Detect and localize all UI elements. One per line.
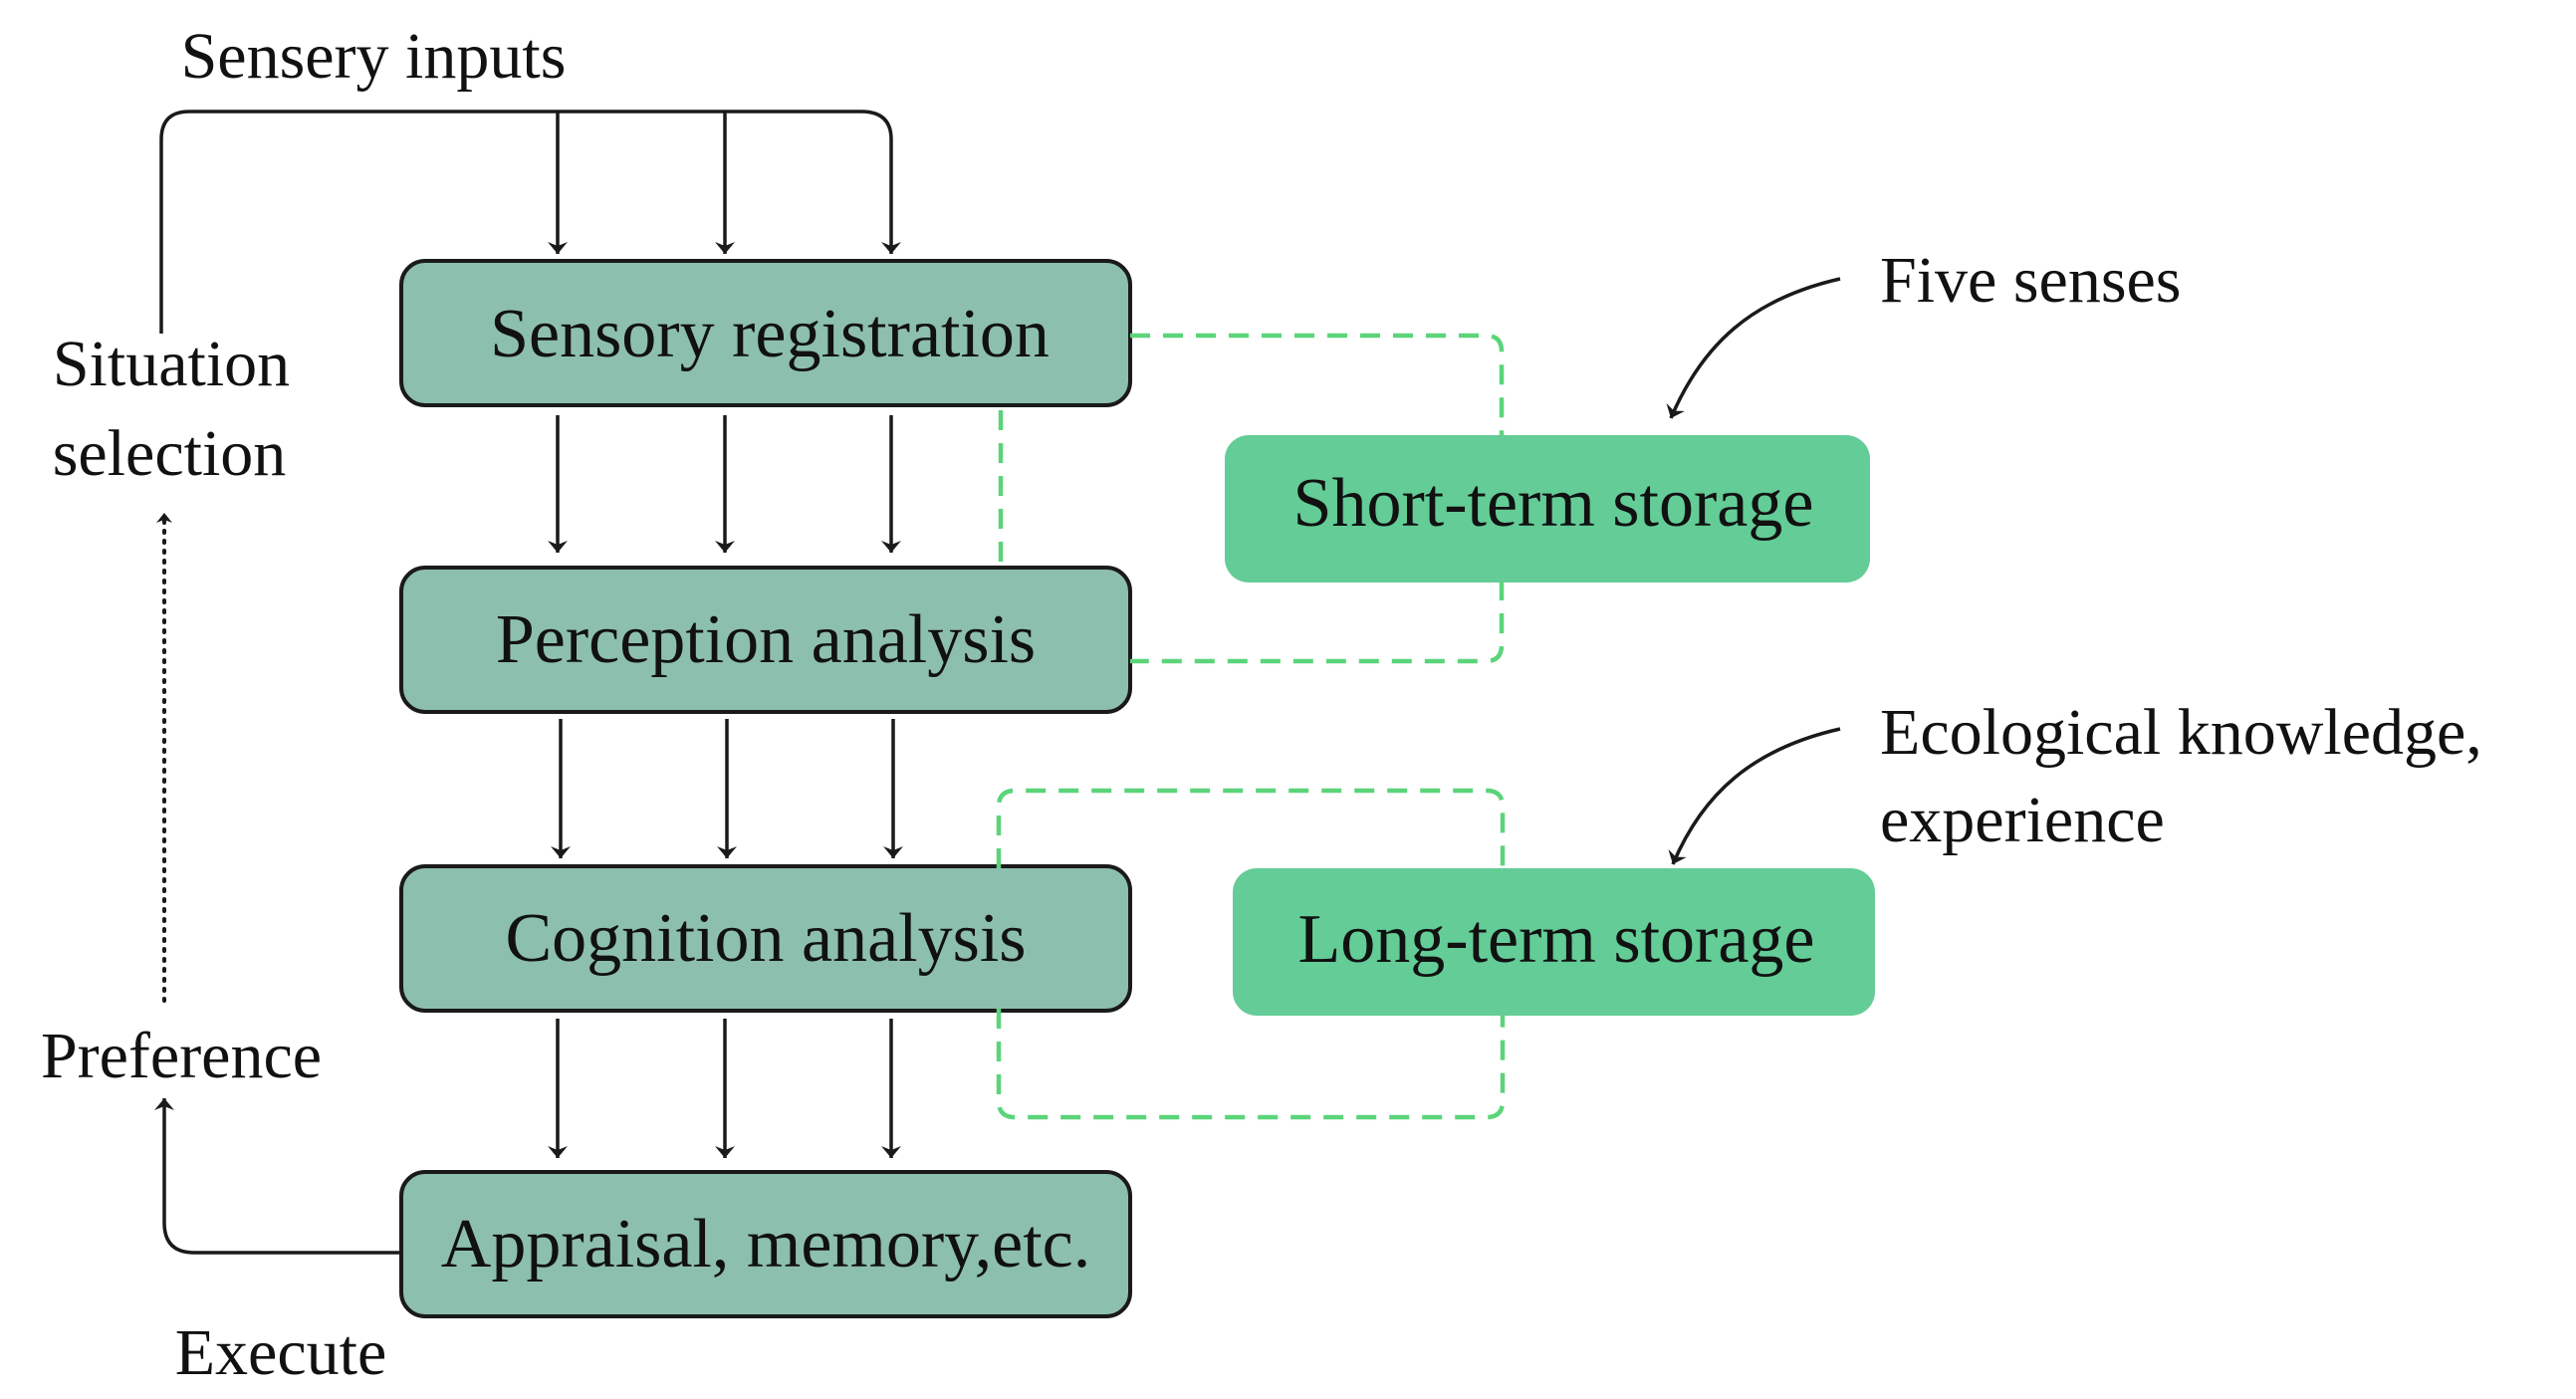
situation-label-line2: selection	[53, 417, 287, 490]
long-term-storage-label: Long-term storage	[1298, 901, 1815, 978]
ecological-label-line2: experience	[1880, 784, 2165, 856]
sensory-registration-label: Sensory registration	[490, 296, 1050, 372]
appraisal-memory-label: Appraisal, memory,etc.	[441, 1206, 1090, 1282]
execute-feedback-line	[154, 1098, 401, 1255]
short-term-storage-box	[1225, 435, 1870, 583]
execute-label: Execute	[175, 1316, 387, 1389]
short-term-dashed-link	[998, 333, 1505, 664]
cognition-analysis-box	[399, 864, 1132, 1013]
situation-feedback-line	[159, 110, 901, 334]
situation-label-line1: Situation	[53, 328, 290, 400]
preference-label: Preference	[41, 1020, 322, 1092]
sensory-inputs-label: Sensery inputs	[181, 20, 567, 93]
ecological-label-line1: Ecological knowledge,	[1880, 696, 2482, 769]
five-senses-label: Five senses	[1880, 244, 2181, 317]
five-senses-arrow	[1666, 277, 1841, 419]
long-term-dashed-link	[996, 788, 1506, 1120]
short-term-storage-label: Short-term storage	[1293, 465, 1814, 542]
ecological-arrow	[1668, 727, 1841, 865]
long-term-storage-box	[1233, 868, 1875, 1016]
sensory-registration-box	[399, 259, 1132, 407]
appraisal-memory-box	[399, 1170, 1132, 1318]
perception-analysis-box	[399, 566, 1132, 714]
cognition-analysis-label: Cognition analysis	[505, 900, 1026, 977]
perception-analysis-label: Perception analysis	[496, 601, 1036, 678]
